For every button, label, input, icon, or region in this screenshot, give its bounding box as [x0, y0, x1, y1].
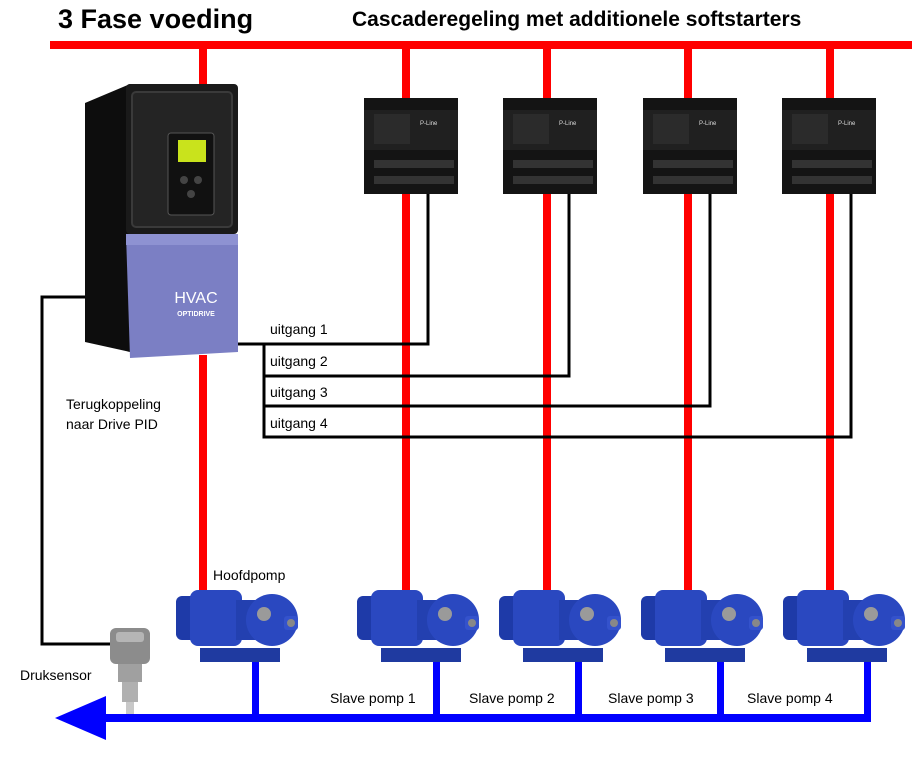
power-drop-main-pump	[199, 355, 207, 595]
drive-brand: HVAC	[174, 290, 217, 307]
flow-arrow	[55, 696, 106, 740]
power-drop-drive	[199, 49, 207, 89]
output-label-3: uitgang 3	[270, 384, 328, 400]
output-label-4: uitgang 4	[270, 415, 328, 431]
power-supply-title: 3 Fase voeding	[58, 4, 254, 34]
power-drop-slave-4	[826, 49, 834, 597]
slave-pump-label-4: Slave pomp 4	[747, 690, 833, 706]
signal-wire-1	[238, 194, 430, 346]
slave-pump-label-1: Slave pomp 1	[330, 690, 416, 706]
drive-model: OPTIDRIVE	[177, 311, 215, 318]
softstarter-1-brand: P-Line	[420, 121, 438, 127]
softstarter-4: P-Line	[782, 98, 876, 194]
output-label-2: uitgang 2	[270, 353, 328, 369]
feedback-wire	[40, 295, 112, 646]
power-bus	[50, 41, 912, 49]
main-pump-label: Hoofdpomp	[213, 567, 286, 583]
feedback-label-line-2: naar Drive PID	[66, 416, 158, 432]
diagram-subtitle: Cascaderegeling met additionele softstar…	[352, 8, 802, 31]
pipe-riser-slave-4	[864, 660, 871, 722]
softstarter-4-brand: P-Line	[838, 121, 856, 127]
slave-pump-label-2: Slave pomp 2	[469, 690, 555, 706]
softstarter-2: P-Line	[503, 98, 597, 194]
slave-pump-label-3: Slave pomp 3	[608, 690, 694, 706]
power-drop-slave-2	[543, 49, 551, 597]
output-label-1: uitgang 1	[270, 321, 328, 337]
pipe-riser-slave-1	[433, 660, 440, 716]
pressure-sensor-icon	[110, 628, 150, 714]
softstarter-3-brand: P-Line	[699, 121, 717, 127]
slave-pump-1-icon	[357, 590, 479, 662]
pipe-riser-slave-2	[575, 660, 582, 716]
feedback-label-line-1: Terugkoppeling	[66, 396, 161, 412]
slave-pump-4-icon	[783, 590, 905, 662]
slave-pump-3-icon	[641, 590, 763, 662]
power-drop-slave-3	[684, 49, 692, 597]
signal-wire-3	[262, 194, 712, 408]
slave-pump-2-icon	[499, 590, 621, 662]
softstarter-1: P-Line	[364, 98, 458, 194]
pipe-riser-slave-3	[717, 660, 724, 716]
water-pipe	[95, 714, 871, 722]
softstarter-3: P-Line	[643, 98, 737, 194]
signal-wire-4	[262, 194, 853, 439]
hvac-drive: HVAC OPTIDRIVE	[85, 84, 238, 358]
pipe-riser-main	[252, 660, 259, 716]
sensor-label: Druksensor	[20, 667, 92, 683]
power-drop-slave-1	[402, 49, 410, 597]
main-pump-icon	[176, 590, 298, 662]
softstarter-2-brand: P-Line	[559, 121, 577, 127]
